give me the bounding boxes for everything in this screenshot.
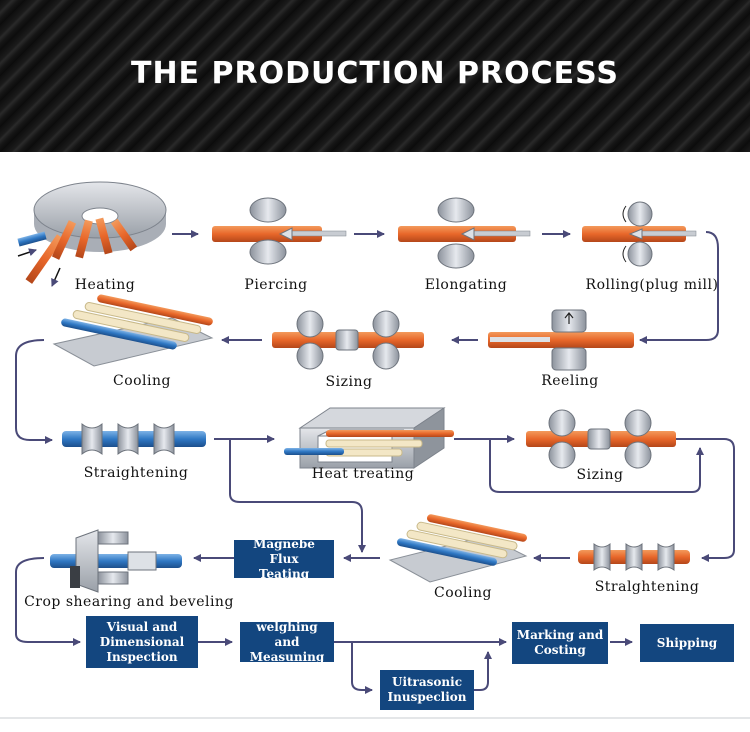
cooling-illustration — [388, 514, 528, 583]
step-label-reeling: Reeling — [541, 373, 599, 389]
step-label-elongating: Elongating — [424, 277, 508, 293]
box-text: Measuning — [249, 649, 325, 664]
box-text: Dimensional — [99, 634, 185, 649]
box-text: Shipping — [656, 635, 718, 650]
step-label-heat-treating: Heat treating — [311, 466, 415, 482]
step-label-straightening-2: Stralghtening — [594, 579, 700, 595]
page-title: THE PRODUCTION PROCESS — [130, 56, 620, 91]
reeling-illustration — [488, 309, 634, 371]
connector — [15, 557, 81, 646]
connector — [229, 439, 366, 553]
step-label-cooling-2: Cooling — [433, 585, 493, 601]
connector — [351, 642, 373, 694]
crop-shearing-illustration — [50, 529, 182, 593]
box-shipping: Shipping — [640, 624, 734, 662]
step-label-cooling: Cooling — [112, 373, 172, 389]
step-label-piercing: Piercing — [244, 277, 308, 293]
box-text: Costing — [534, 643, 586, 657]
straightening-illustration — [62, 422, 206, 456]
process-diagram: Heating Piercing Elongating Rolling(plug… — [0, 152, 750, 732]
box-text: Teating — [258, 566, 310, 581]
straightening-illustration — [578, 543, 690, 571]
box-text: welghing and — [256, 619, 318, 649]
step-label-rolling: Rolling(plug mill) — [585, 277, 719, 293]
rolling-illustration — [582, 201, 697, 267]
connector — [676, 438, 735, 562]
connector — [15, 339, 53, 444]
box-text: Magnebe Flux — [253, 536, 315, 566]
process-graphics — [0, 181, 750, 719]
step-label-heating: Heating — [74, 277, 136, 293]
box-text: Visual and — [106, 619, 178, 634]
connector — [639, 231, 719, 344]
step-label-straightening: Straightening — [83, 465, 189, 481]
heat-treating-illustration — [284, 407, 454, 469]
step-label-sizing: Sizing — [325, 374, 373, 390]
connector — [489, 439, 704, 493]
box-text: Uitrasonic — [391, 675, 462, 689]
connector — [474, 651, 492, 691]
box-text: Inspection — [106, 649, 178, 664]
box-text: Marking and — [516, 628, 604, 642]
heating-furnace-illustration — [17, 181, 167, 287]
piercing-illustration — [212, 197, 347, 265]
elongating-illustration — [398, 197, 531, 269]
step-label-sizing-2: Sizing — [576, 467, 624, 483]
sizing-illustration — [526, 409, 676, 469]
cooling-illustration — [52, 294, 214, 367]
title-banner: THE PRODUCTION PROCESS — [0, 0, 750, 152]
step-label-crop-shearing: Crop shearing and beveling — [24, 594, 234, 610]
box-text: Inuspeclion — [387, 690, 467, 704]
sizing-illustration — [272, 310, 424, 370]
